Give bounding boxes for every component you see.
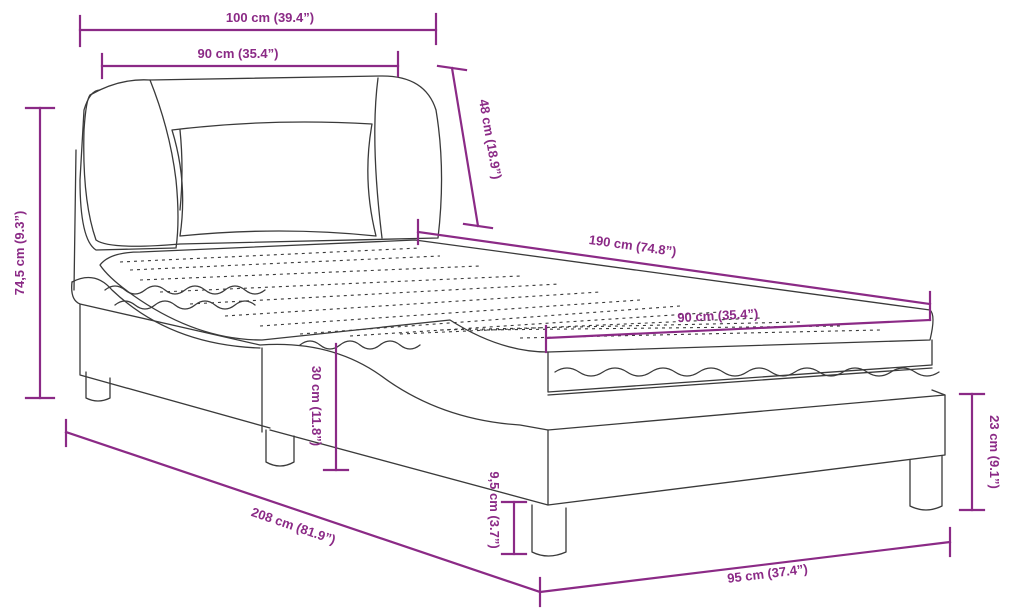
label-leg-height: 9,5 cm (3.7”) xyxy=(487,471,502,548)
label-frame-height: 30 cm (11.8”) xyxy=(309,366,324,446)
label-mattress-length: 190 cm (74.8”) xyxy=(588,232,677,259)
dimension-lines xyxy=(24,12,986,608)
dim-headboard-width xyxy=(100,50,400,80)
dim-frame-height xyxy=(322,342,350,472)
label-headboard-height: 48 cm (18.9”) xyxy=(476,98,505,180)
dim-overall-width xyxy=(78,12,438,48)
dim-mattress-width xyxy=(544,318,932,354)
dim-overall-length xyxy=(64,418,542,608)
dim-total-height xyxy=(24,106,56,400)
label-side-height: 23 cm (9.1”) xyxy=(987,415,1002,489)
label-total-height: 74,5 cm (9.3”) xyxy=(12,211,27,296)
dim-frame-width xyxy=(538,526,952,594)
dim-mattress-length xyxy=(416,218,932,322)
dim-leg-height xyxy=(500,500,528,556)
label-overall-length: 208 cm (81.9”) xyxy=(249,504,337,547)
bed-outline xyxy=(71,75,946,557)
label-headboard-width: 90 cm (35.4”) xyxy=(198,46,279,61)
dim-headboard-height xyxy=(436,64,494,230)
dim-side-height xyxy=(958,392,986,512)
label-overall-width: 100 cm (39.4”) xyxy=(226,10,314,25)
label-mattress-width: 90 cm (35.4”) xyxy=(677,306,759,325)
